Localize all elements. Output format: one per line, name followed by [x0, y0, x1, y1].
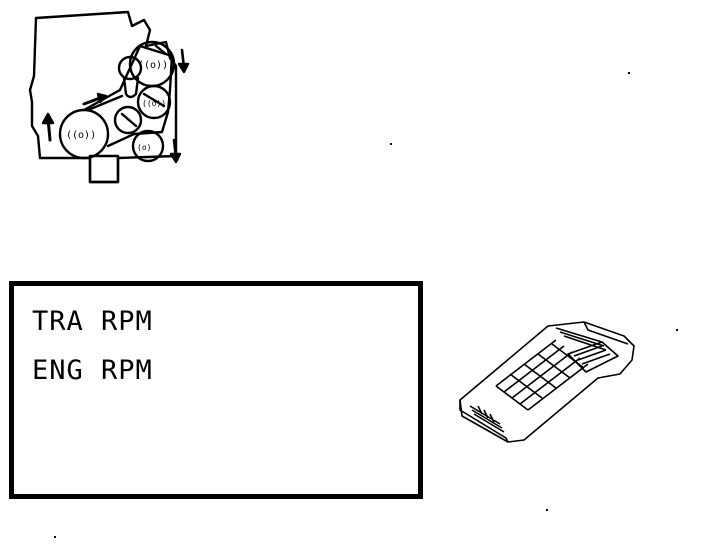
svg-text:(o): (o)	[137, 143, 151, 152]
scan-speck	[676, 329, 678, 331]
engine-drive-belt-icon: ((o)) ((o)) (o) ((o))	[28, 10, 190, 184]
handheld-scan-tool-icon	[459, 321, 635, 443]
eng-rpm-label: ENG RPM	[32, 355, 153, 386]
scan-speck	[546, 509, 548, 511]
tra-rpm-label: TRA RPM	[32, 306, 153, 337]
svg-text:((o)): ((o))	[66, 130, 96, 141]
svg-text:((o)): ((o))	[138, 60, 168, 71]
display-panel: TRA RPM ENG RPM	[9, 281, 423, 499]
scan-speck	[628, 72, 630, 74]
scan-speck	[390, 143, 392, 145]
scan-speck	[54, 536, 56, 538]
svg-text:((o)): ((o))	[142, 99, 166, 108]
